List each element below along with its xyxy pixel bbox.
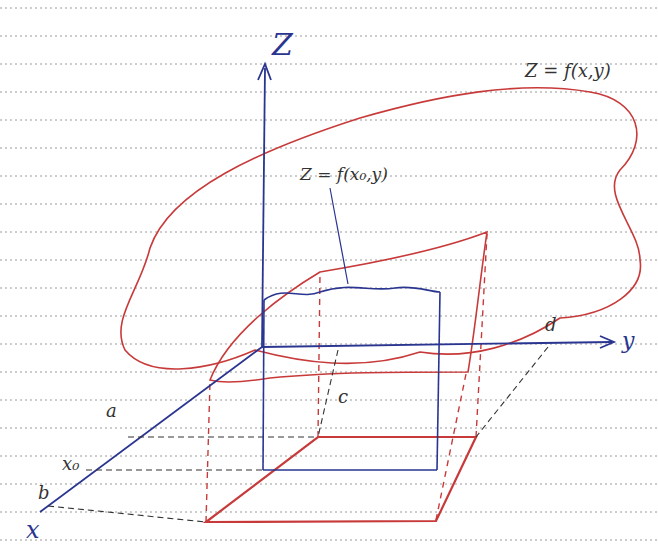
- axes: [40, 64, 614, 512]
- bound-label: b: [38, 484, 50, 502]
- surface-equation: Z = f(x,y): [525, 62, 611, 80]
- leader-line: [330, 188, 348, 284]
- slice-equation: Z = f(x₀,y): [300, 166, 388, 183]
- notebook-rules: [0, 8, 658, 540]
- bound-label: a: [106, 402, 117, 420]
- slice: [263, 287, 440, 470]
- surface-patch: [210, 232, 487, 382]
- guide-lines: [48, 347, 548, 522]
- axis-label: y: [622, 330, 634, 352]
- bound-label: x₀: [62, 455, 79, 473]
- base-region: [206, 437, 476, 522]
- axis-label: x: [26, 518, 40, 542]
- axis-label: Z: [272, 30, 293, 60]
- bound-label: c: [338, 388, 348, 406]
- bound-label: d: [545, 316, 557, 334]
- surface-outline: [121, 88, 641, 369]
